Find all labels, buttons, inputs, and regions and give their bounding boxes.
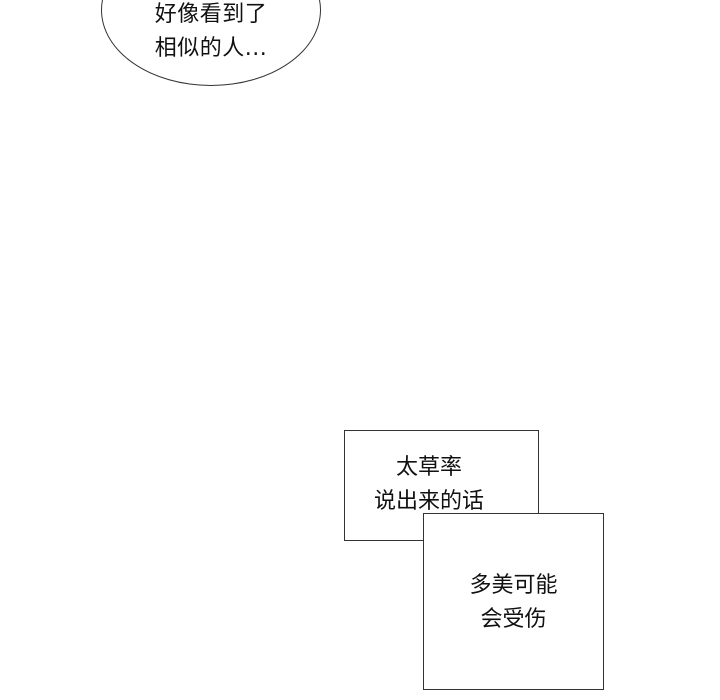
speech-line-1: 好像看到了 [154,2,268,27]
caption-1-line-2: 说出来的话 [373,489,484,514]
caption-2-line-2: 会受伤 [480,607,547,632]
speech-line-2: 相似的人... [154,36,268,61]
caption-1-line-1: 太草率 [395,455,462,480]
caption-2-line-1: 多美可能 [469,573,558,598]
caption-box-1-text: 太草率 说出来的话 [344,451,514,519]
caption-box-2 [423,513,604,690]
caption-box-2-text: 多美可能 会受伤 [423,569,604,637]
speech-bubble-text: 好像看到了 相似的人... [101,0,321,66]
